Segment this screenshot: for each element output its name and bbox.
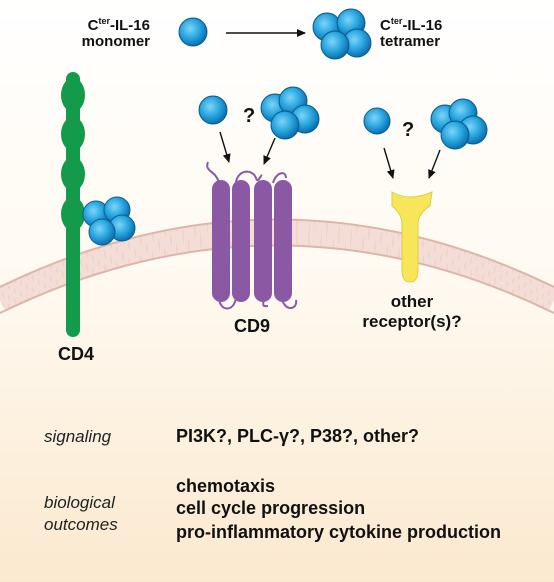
outcome-item: pro-inflammatory cytokine production [176,522,501,542]
cd4-receptor [61,72,85,337]
monomer-icon [178,17,208,47]
other-receptor [391,191,433,283]
outcomes-label-line1: biological [44,493,116,512]
signaling-text: PI3K?, PLC-γ?, P38?, other? [176,426,419,446]
other-receptor-label-line2: receptor(s)? [362,312,461,331]
cd9-monomer-arrow [219,131,231,163]
cd4-label: CD4 [58,344,94,364]
cd9-tetramer [260,86,320,140]
legend-tetramer-title: Cter-IL-16 [380,16,442,34]
legend: Cter-IL-16 monomer Cter-IL-16 tetramer [82,8,442,60]
legend-monomer-title: Cter-IL-16 [88,16,150,34]
other-receptor-label-line1: other [391,292,434,311]
other-monomer-arrow [383,147,395,179]
tetramer-icon [312,8,372,60]
other-monomer [363,107,391,135]
cd9-receptor [206,161,298,310]
cd9-tetramer-arrow [263,137,276,165]
outcome-item: cell cycle progression [176,498,365,518]
cd9-label: CD9 [234,316,270,336]
other-tetramer [430,98,488,150]
cd9-question-mark: ? [243,105,255,127]
legend-monomer-label: monomer [82,33,151,50]
legend-tetramer-label: tetramer [380,33,440,50]
other-question-mark: ? [402,119,414,141]
cd9-monomer [198,95,228,125]
outcome-item: chemotaxis [176,476,275,496]
signaling-label: signaling [44,427,112,446]
other-tetramer-arrow [428,149,441,179]
outcomes-label-line2: outcomes [44,515,118,534]
cd4-bound-tetramer [82,196,136,246]
